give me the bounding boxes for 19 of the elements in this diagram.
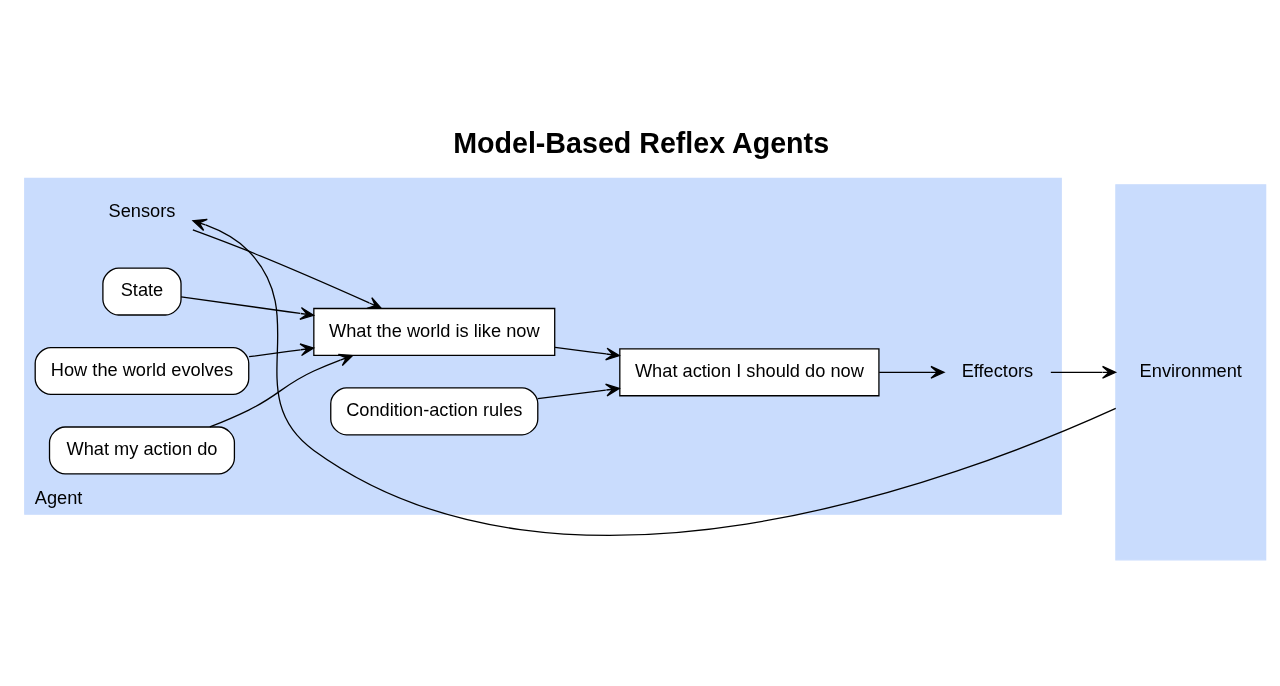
node-box: How the world evolves <box>34 346 250 396</box>
diagram-title: Model-Based Reflex Agents <box>453 127 830 160</box>
node-box: What my action do <box>48 426 236 475</box>
arrow <box>209 353 354 428</box>
node-box: Environment <box>1115 184 1267 561</box>
node-box: Condition-action rules <box>330 387 539 436</box>
arrow <box>192 218 1117 536</box>
node-box: State <box>102 267 182 316</box>
node-box: What the world is like now <box>313 307 556 356</box>
arrow <box>1050 365 1117 379</box>
node-box: What action I should do now <box>619 348 880 397</box>
node-text: Sensors <box>108 200 176 221</box>
arrow <box>554 346 620 361</box>
node-text: Effectors <box>961 361 1034 382</box>
arrow <box>192 229 382 309</box>
arrow <box>537 383 620 400</box>
arrow <box>878 365 945 379</box>
arrow <box>180 296 315 320</box>
arrow <box>248 343 315 358</box>
